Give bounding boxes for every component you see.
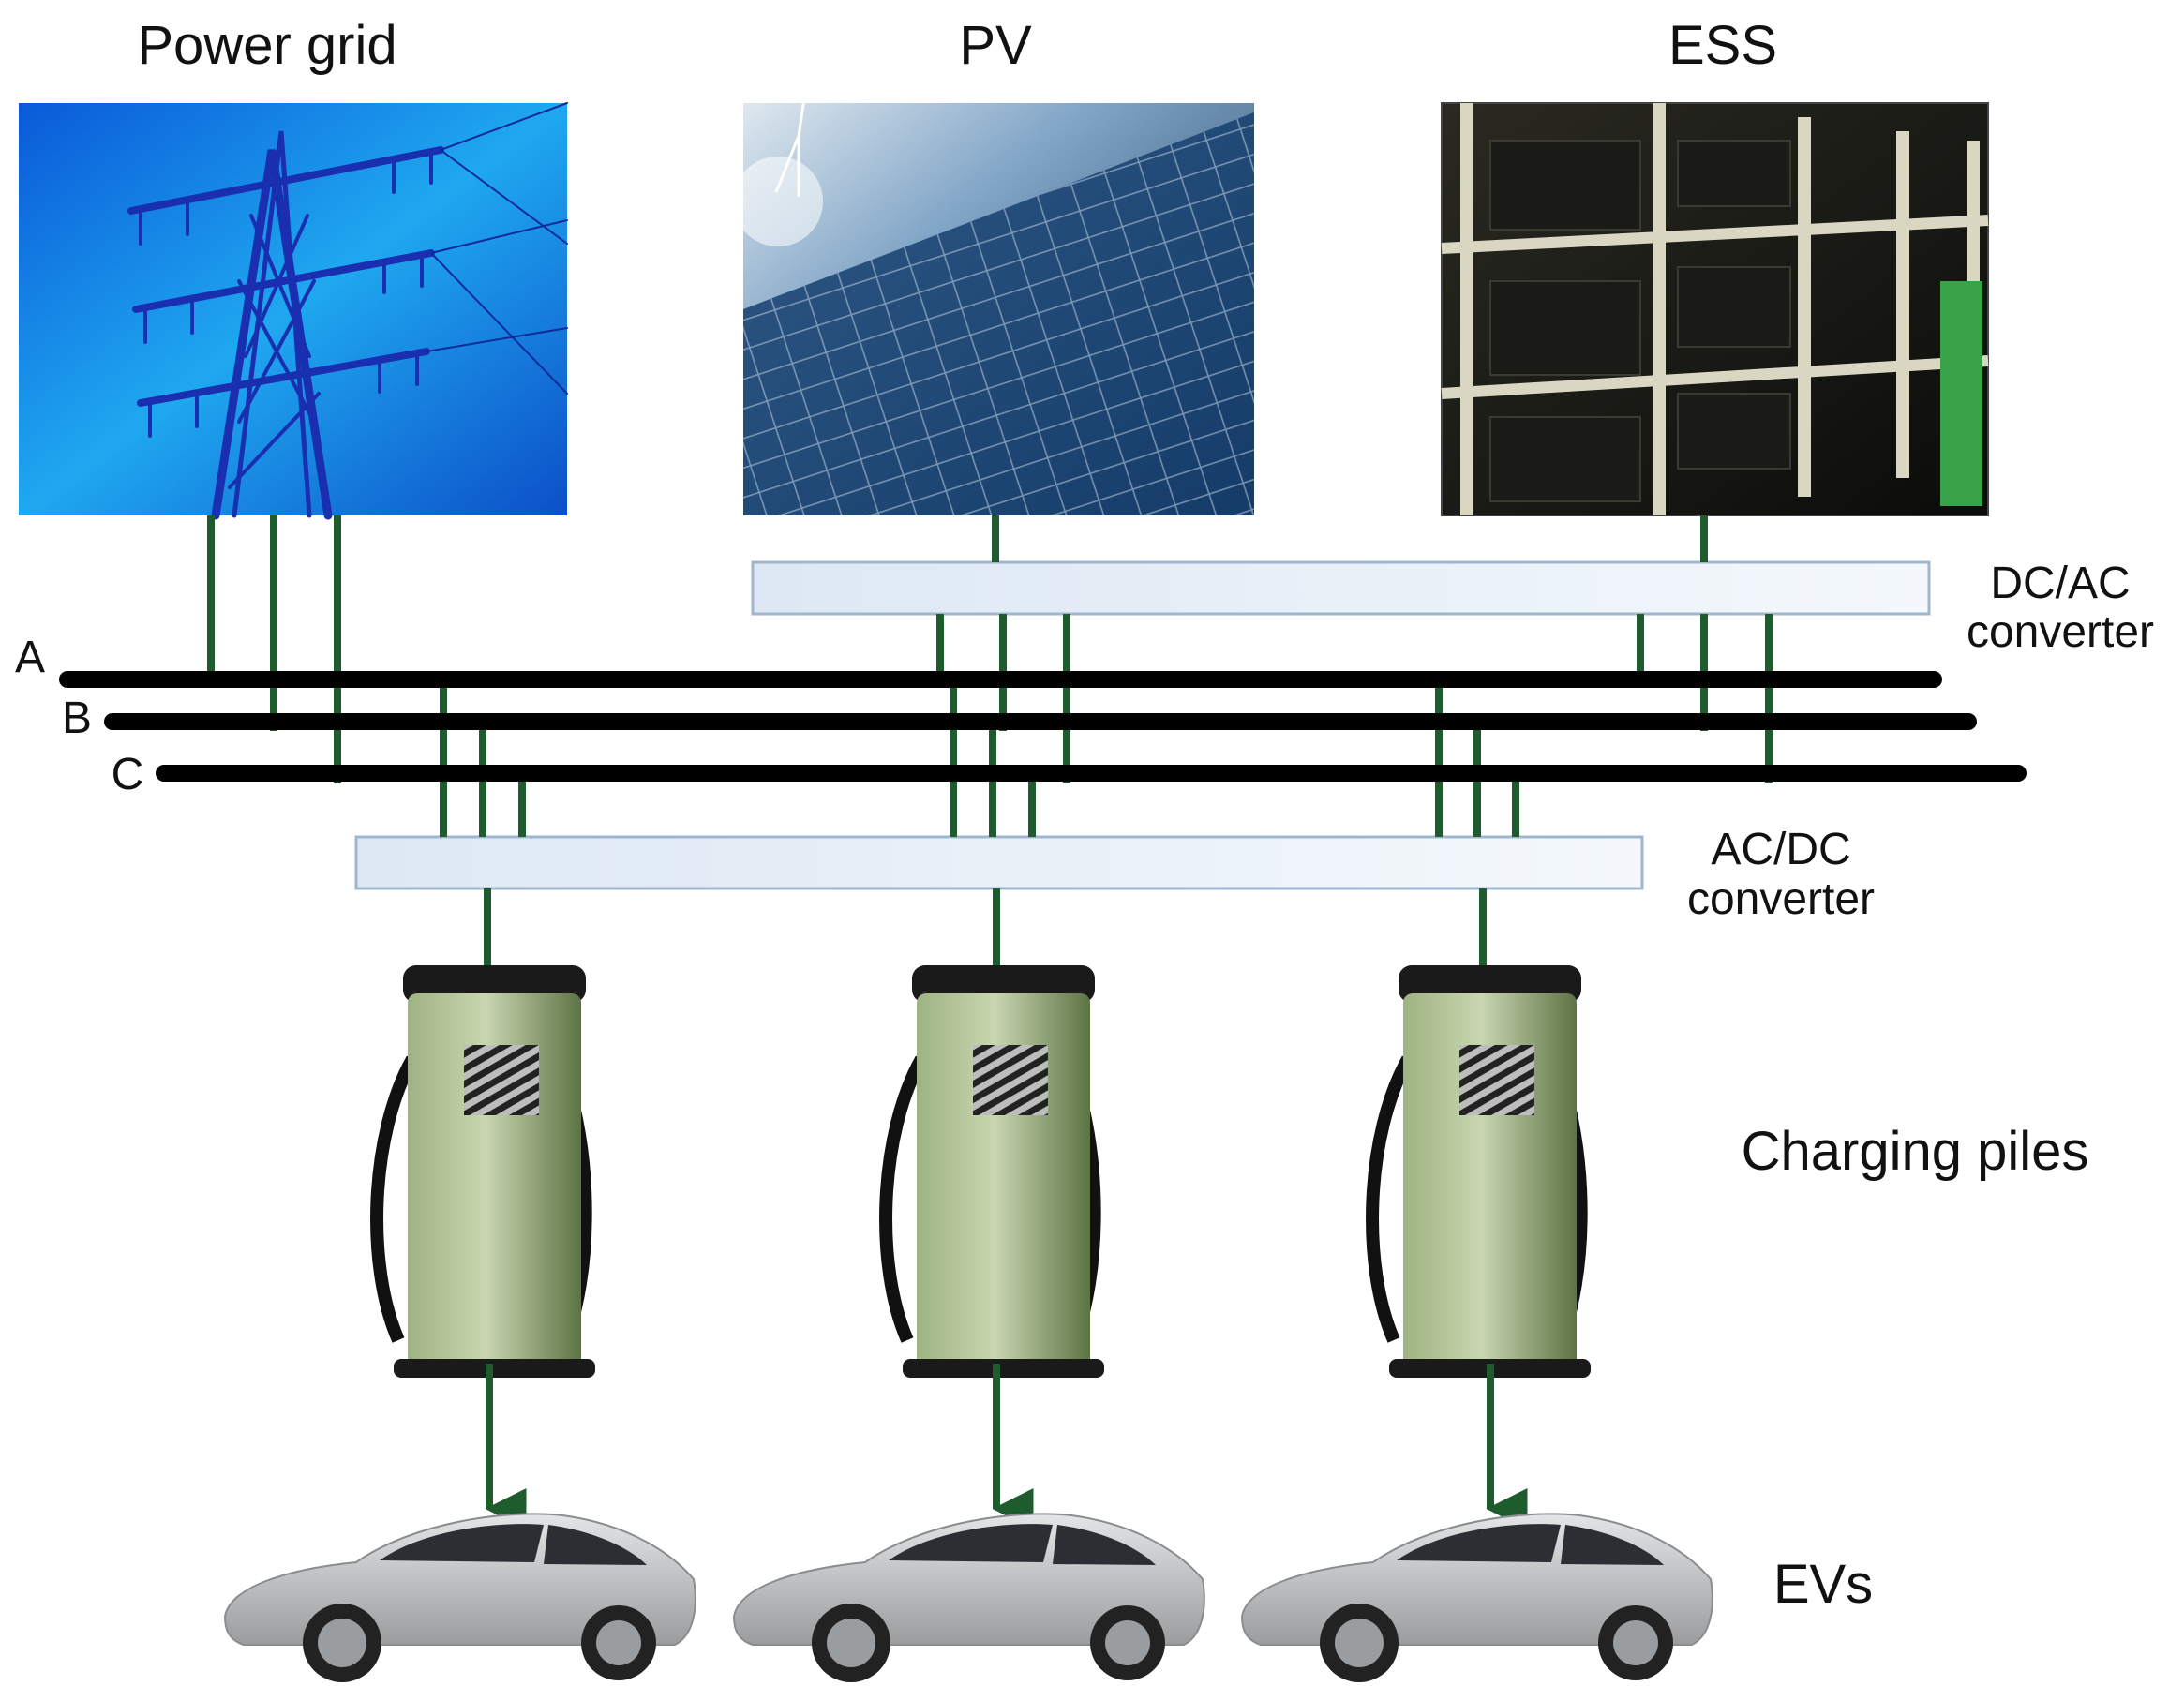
dcac-converter-label-line1: DC/AC: [1990, 559, 2130, 608]
pv-panel-image: [733, 97, 1254, 515]
pv-title: PV: [959, 15, 1032, 76]
charging-pile-2: [879, 965, 1104, 1378]
charging-arrows: [485, 1364, 1528, 1529]
acdc-converter-label-line1: AC/DC: [1711, 825, 1850, 874]
ess-title: ESS: [1668, 15, 1777, 76]
bus-b-label: B: [62, 694, 92, 743]
ev-car-1: [223, 1513, 696, 1682]
evs-label: EVs: [1773, 1554, 1873, 1615]
bus-c-label: C: [112, 750, 144, 799]
ac-bus-lines: [59, 671, 2027, 782]
dcac-converter-label-line2: converter: [1967, 607, 2154, 657]
dcac-converter-box: [751, 560, 1931, 616]
acdc-converter-label-line2: converter: [1687, 874, 1875, 924]
ess-battery-rack-image: [1441, 102, 1989, 516]
wind-turbine-icon: [774, 97, 806, 197]
vent-icon: [464, 1045, 539, 1115]
charging-pile-1: [370, 965, 595, 1378]
ev-car-3: [1240, 1513, 1713, 1682]
transmission-tower-icon: [127, 102, 568, 520]
bus-a-label: A: [15, 633, 45, 682]
power-grid-image: [19, 102, 568, 520]
charging-piles-label: Charging piles: [1742, 1121, 2089, 1182]
vent-icon: [973, 1045, 1048, 1115]
charging-pile-3: [1366, 965, 1591, 1378]
ev-car-2: [732, 1513, 1205, 1682]
acdc-converter-box: [354, 835, 1644, 890]
power-grid-title: Power grid: [137, 15, 396, 76]
vent-icon: [1459, 1045, 1534, 1115]
